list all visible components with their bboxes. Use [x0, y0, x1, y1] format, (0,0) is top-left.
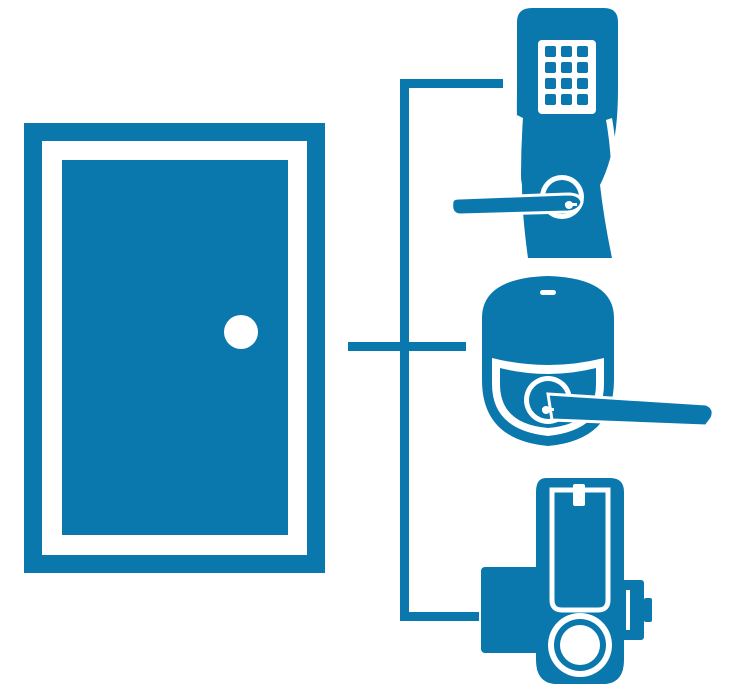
connector-lines: [348, 79, 503, 621]
connector-bottom-branch: [400, 612, 479, 621]
deadbolt-lock-icon: [481, 478, 652, 684]
keypad-lever-lock-icon: [452, 8, 618, 258]
door-knob: [224, 315, 258, 349]
connector-top-branch: [400, 79, 503, 88]
proximity-lever-lock-icon: [482, 276, 713, 446]
door-icon: [24, 123, 325, 573]
connector-bracket-vertical: [400, 79, 409, 621]
